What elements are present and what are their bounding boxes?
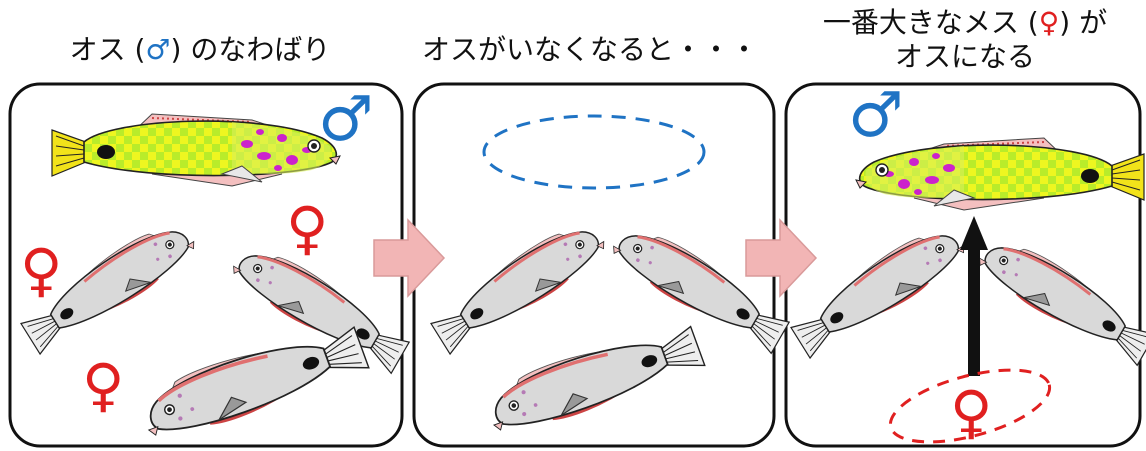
panel3-line1-before: 一番大きなメス ( bbox=[822, 6, 1039, 39]
panel3-line1-after: ) が bbox=[1059, 6, 1108, 39]
female-symbol-inline: ♀ bbox=[1038, 6, 1060, 39]
panel2-title: オスがいなくなると・・・ bbox=[421, 33, 758, 66]
empty-territory-ellipse bbox=[482, 114, 706, 190]
promotion-arrow-shaft bbox=[968, 246, 980, 376]
female-symbol: ♀ bbox=[82, 351, 124, 419]
panel3-title-line1: 一番大きなメス (♀) が bbox=[790, 6, 1140, 40]
transition-arrow bbox=[373, 218, 446, 298]
panel1-title-before: オス ( bbox=[69, 33, 146, 66]
female-symbol: ♀ bbox=[20, 236, 62, 304]
female-symbol: ♀ bbox=[950, 378, 992, 446]
panel3-title: 一番大きなメス (♀) が オスになる bbox=[790, 6, 1140, 74]
transition-arrow bbox=[745, 218, 818, 298]
male-symbol: ♂ bbox=[318, 82, 374, 155]
male-symbol: ♂ bbox=[848, 78, 904, 151]
panel3-title-line2: オスになる bbox=[894, 40, 1035, 73]
promotion-arrow-head bbox=[960, 216, 988, 250]
panel1-title-after: ) のなわばり bbox=[170, 33, 331, 66]
panel1-title: オス (♂) のなわばり bbox=[20, 33, 380, 67]
largest-female-ellipse bbox=[888, 368, 1052, 444]
female-symbol: ♀ bbox=[286, 194, 328, 262]
male-symbol-inline: ♂ bbox=[145, 33, 171, 66]
